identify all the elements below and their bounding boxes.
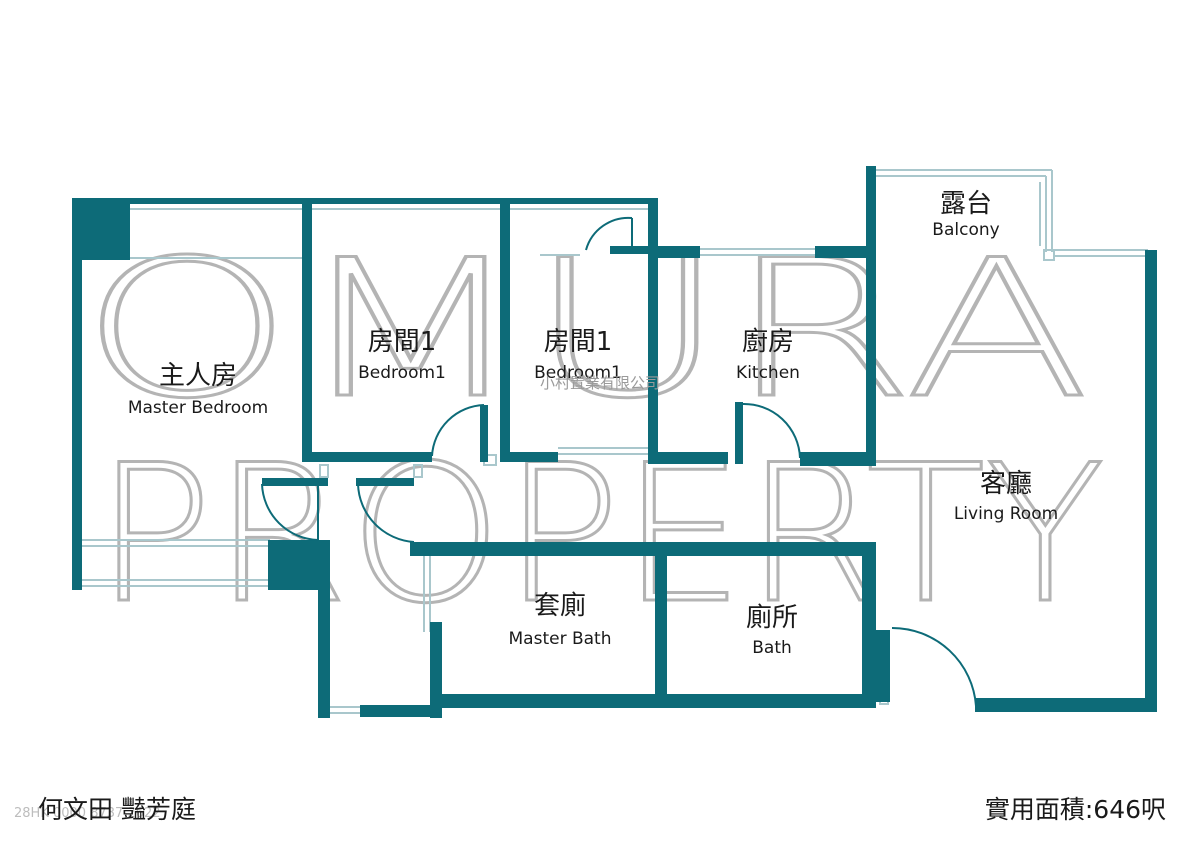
- master-bath-en: Master Bath: [509, 629, 612, 649]
- property-title: 何文田 豔芳庭: [38, 795, 196, 824]
- bedroom1-b-zh: 房間1: [544, 327, 613, 357]
- watermark-phone: 28HK 0000 8737 2622: [14, 806, 161, 821]
- bedroom1-a-zh: 房間1: [368, 327, 437, 357]
- balcony-zh: 露台: [940, 189, 992, 219]
- kitchen-en: Kitchen: [736, 363, 800, 383]
- living-room-en: Living Room: [954, 504, 1058, 524]
- master-bath-zh: 套廁: [534, 591, 586, 621]
- balcony-en: Balcony: [932, 220, 999, 240]
- master-bedroom-zh: 主人房: [159, 361, 237, 391]
- walls: [72, 166, 1157, 718]
- saleable-area: 實用面積:646呎: [984, 795, 1166, 824]
- bath-zh: 廁所: [746, 603, 798, 633]
- bedroom1-b-en: Bedroom1: [534, 363, 622, 383]
- bath-en: Bath: [752, 638, 792, 658]
- doors: [261, 216, 977, 707]
- master-bedroom-en: Master Bedroom: [128, 398, 268, 418]
- watermark-omura: OMURA: [80, 219, 1090, 440]
- bedroom1-a-en: Bedroom1: [358, 363, 446, 383]
- kitchen-zh: 廚房: [742, 327, 794, 357]
- watermark-property: PROPERTY: [95, 424, 1105, 645]
- watermark-agency: 小村置業有限公司: [540, 374, 660, 392]
- living-room-zh: 客廳: [980, 469, 1032, 499]
